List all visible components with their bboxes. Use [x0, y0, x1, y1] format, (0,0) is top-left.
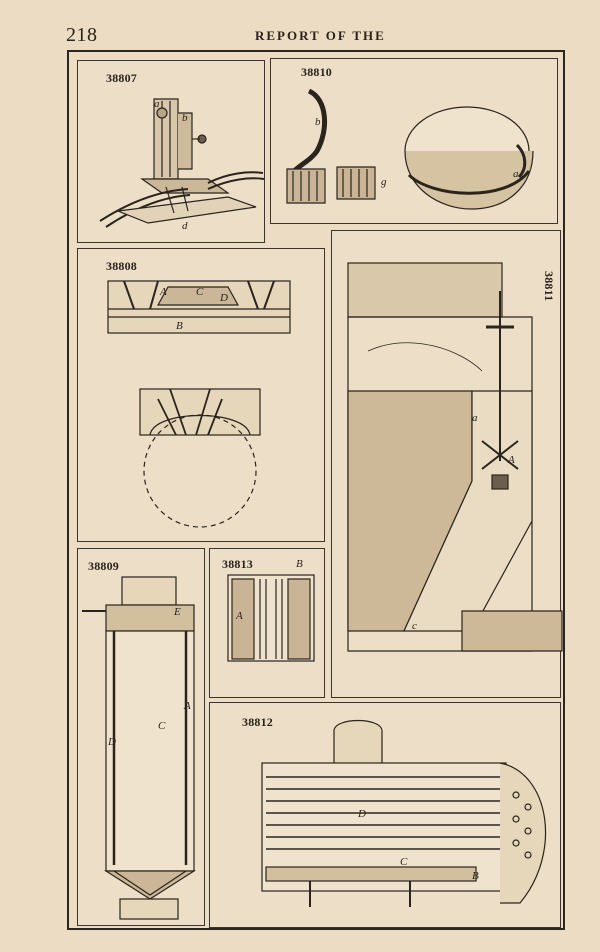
- figure-plate: 38807 a b d 38810: [67, 50, 565, 930]
- figure-38811-number: 38811: [542, 271, 556, 302]
- fig-38812-letter-B: B: [472, 870, 479, 882]
- fig-38812-letter-C: C: [400, 856, 408, 868]
- figure-38807-panel: 38807 a b d: [77, 60, 265, 243]
- fig-38808-letter-A: A: [159, 286, 167, 298]
- figure-38808-number: 38808: [106, 259, 137, 273]
- figure-38810-number: 38810: [301, 65, 332, 79]
- cylinder-section-drawing: E A D C: [82, 576, 197, 920]
- fig-38808-letter-D: D: [219, 292, 228, 304]
- figure-38813-panel: 38813 A B: [209, 548, 325, 698]
- figure-38811-panel: 38811 a A c: [331, 230, 563, 698]
- figure-38808-panel: 38808 A C D B: [77, 248, 325, 542]
- fig-38811-letter-A: A: [507, 454, 515, 466]
- fig-38809-letter-A: A: [183, 700, 191, 712]
- fig-38807-letter-d: d: [182, 220, 188, 232]
- page-number: 218: [66, 24, 98, 46]
- fig-38812-letter-D: D: [357, 808, 366, 820]
- fig-38810-letter-a: a: [513, 168, 519, 180]
- fig-38811-letter-a: a: [472, 412, 478, 424]
- fig-38808-letter-B: B: [176, 320, 183, 332]
- fig-38808-letter-C: C: [196, 286, 204, 298]
- fig-38807-letter-b: b: [182, 112, 188, 124]
- figure-38807-number: 38807: [106, 71, 137, 85]
- figure-38813-number: 38813: [222, 557, 253, 571]
- boiler-section-drawing: D C B: [261, 720, 547, 907]
- running-head: REPORT OF THE: [255, 28, 386, 43]
- page-header: 218 REPORT OF THE: [0, 24, 600, 46]
- figure-38810-panel: 38810 b g a: [270, 58, 558, 224]
- sewing-machine-foot-drawing: a b d: [99, 98, 265, 232]
- fig-38810-letter-b: b: [315, 116, 321, 128]
- fig-38810-letter-g: g: [381, 176, 387, 188]
- figure-38812-number: 38812: [242, 715, 273, 729]
- fig-38807-letter-a: a: [154, 98, 160, 110]
- figure-38809-panel: 38809 E A D C: [77, 548, 205, 926]
- fig-38813-letter-A: A: [235, 610, 243, 622]
- figure-38809-number: 38809: [88, 559, 119, 573]
- fig-38809-letter-E: E: [173, 606, 181, 618]
- hoop-and-ring-drawing: b g a: [286, 88, 534, 210]
- fig-38811-letter-c: c: [412, 620, 417, 632]
- fig-38809-letter-D: D: [107, 736, 116, 748]
- die-section-drawing: A C D B: [107, 280, 291, 528]
- fig-38809-letter-C: C: [158, 720, 166, 732]
- fig-38813-letter-B: B: [296, 558, 303, 570]
- figure-38812-panel: 38812 D C B: [209, 702, 561, 928]
- block-section-drawing: A B: [227, 558, 315, 662]
- furnace-section-drawing: a A c: [347, 262, 563, 652]
